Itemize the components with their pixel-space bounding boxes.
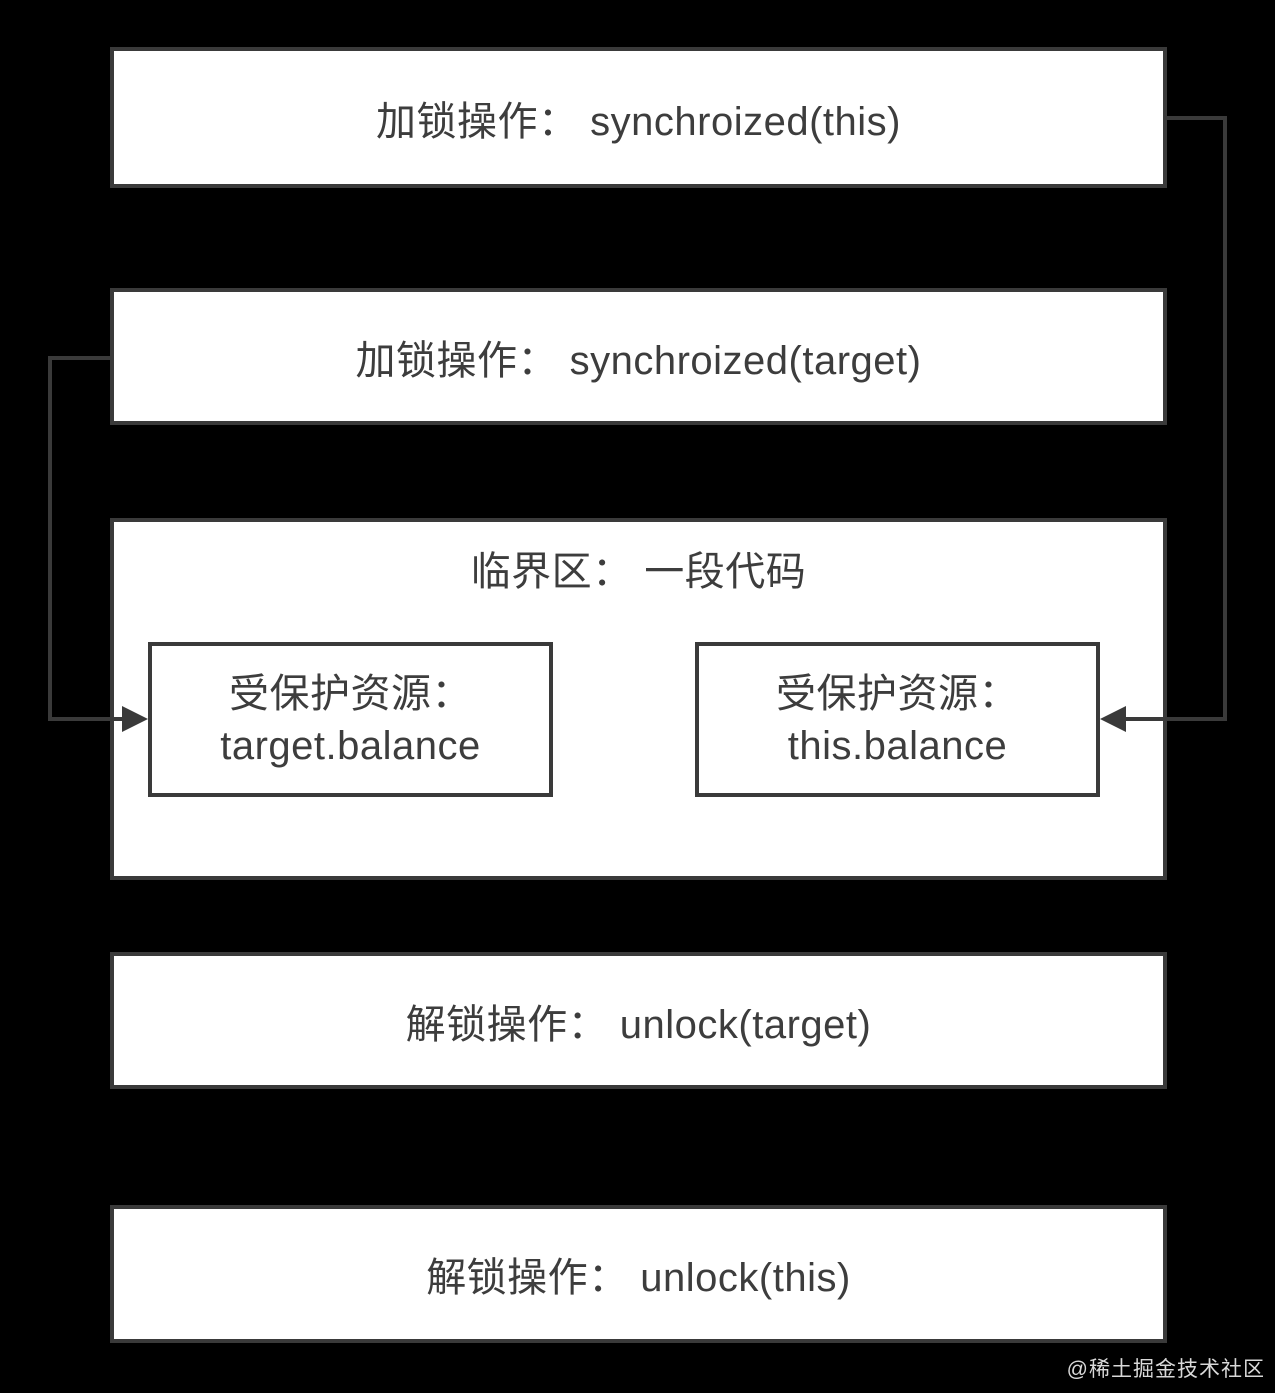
box-lock-target: 加锁操作： synchroized(target) [110,288,1167,425]
box-lock-target-label: 加锁操作： synchroized(target) [355,338,922,383]
connector-left-vertical-segment [48,356,52,721]
connector-left-top-segment [48,356,110,360]
watermark: @稀土掘金技术社区 [1066,1358,1265,1381]
connector-right-top-segment [1167,116,1227,120]
resource-this-label-line2: this.balance [787,723,1008,768]
connector-right-vertical-segment [1223,116,1227,721]
box-unlock-this-label: 解锁操作： unlock(this) [426,1256,851,1300]
box-unlock-target-label: 解锁操作： unlock(target) [405,1002,872,1047]
critical-section-title: 临界区： 一段代码 [470,550,807,594]
arrowhead-into-resource-this-icon [1100,706,1126,732]
box-lock-this-label: 加锁操作： synchroized(this) [376,99,901,144]
box-critical-section: 临界区： 一段代码 受保护资源： target.balance 受保护资源： t… [110,518,1167,880]
box-unlock-this: 解锁操作： unlock(this) [110,1205,1167,1343]
resource-target-label-line2: target.balance [220,723,481,768]
connector-left-bottom-segment [48,717,122,721]
box-resource-target-balance: 受保护资源： target.balance [148,642,553,797]
connector-right-bottom-segment [1126,717,1227,721]
box-unlock-target: 解锁操作： unlock(target) [110,952,1167,1089]
resource-target-label-line1: 受保护资源： [229,671,472,716]
resource-this-label-line1: 受保护资源： [776,671,1019,716]
box-lock-this: 加锁操作： synchroized(this) [110,47,1167,188]
arrowhead-into-resource-target-icon [122,706,148,732]
box-resource-this-balance: 受保护资源： this.balance [695,642,1100,797]
